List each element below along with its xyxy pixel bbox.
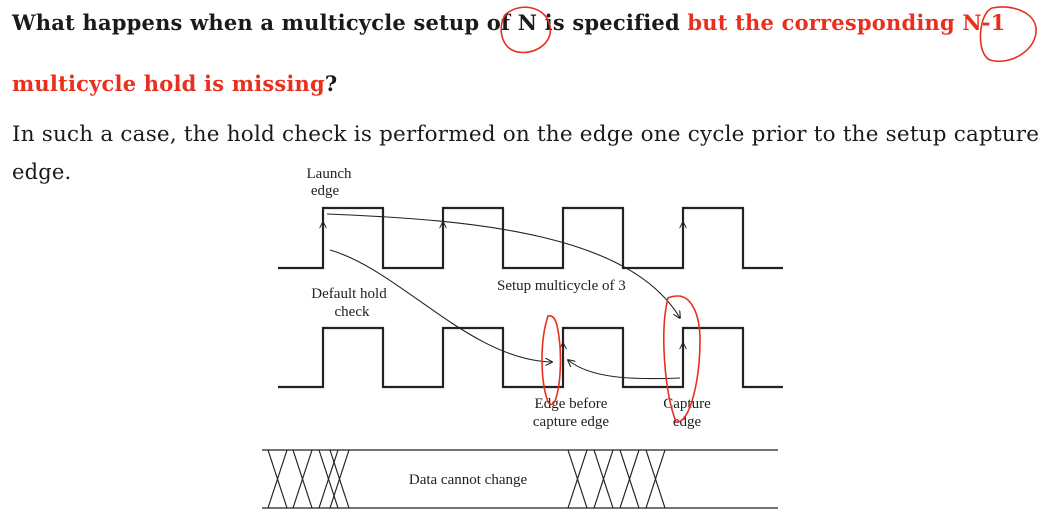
circle-n1-annotation: [979, 6, 1037, 63]
capture-label-1: Capture: [663, 396, 711, 412]
launch-label-1: Launch: [307, 166, 352, 182]
hold-label-2: check: [335, 304, 370, 320]
capture-label-2: edge: [673, 414, 702, 430]
default-hold-arrow: [329, 249, 552, 362]
launch-label-2: edge: [311, 183, 340, 199]
hold-back-arrow: [568, 360, 681, 380]
data-waveform: [262, 449, 778, 509]
edge-before-label-2: capture edge: [533, 414, 610, 430]
setup-multicycle-arrow: [326, 213, 680, 318]
question-line2: multicycle hold is missing?: [12, 71, 337, 96]
question-end: ?: [324, 71, 338, 96]
circle-edge-before-annotation: [541, 315, 562, 406]
launch-clock-waveform: [278, 206, 783, 270]
circle-capture-annotation: [663, 295, 701, 423]
answer-line1: In such a case, the hold check is perfor…: [12, 122, 1040, 147]
question-red2: multicycle hold is missing: [12, 71, 325, 96]
hold-label-1: Default hold: [311, 286, 387, 302]
setup-multicycle-label: Setup multicycle of 3: [497, 278, 626, 294]
answer-line2: edge.: [12, 160, 72, 184]
red-annotations: [500, 6, 1037, 423]
question-red: but the corresponding N-1: [687, 10, 1006, 35]
circle-n-annotation: [500, 6, 552, 54]
edge-before-label-1: Edge before: [535, 396, 608, 412]
data-cannot-change-label: Data cannot change: [409, 472, 528, 488]
question-text: What happens when a multicycle setup of …: [12, 10, 1006, 35]
capture-clock-waveform: [278, 326, 783, 389]
question-part1: What happens when a multicycle setup of …: [12, 10, 688, 35]
